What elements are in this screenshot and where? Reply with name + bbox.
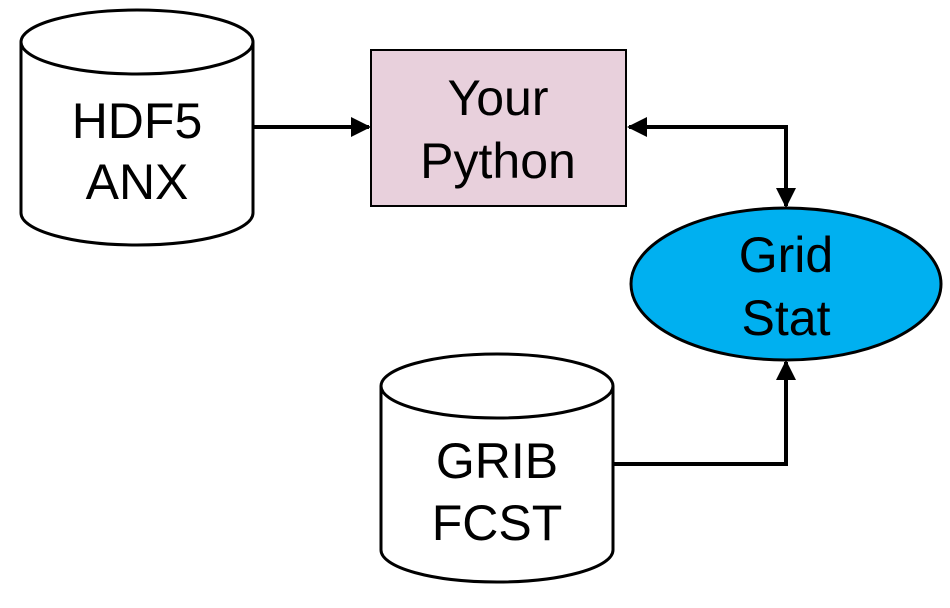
- hdf5-label: HDF5: [72, 93, 203, 149]
- grid-label: Grid: [739, 227, 833, 283]
- hdf5-cylinder-body: [19, 42, 255, 247]
- grib-cylinder-body: [379, 386, 615, 584]
- arrow-python-gridstat: [627, 117, 796, 208]
- grib-cylinder-top: [379, 352, 615, 420]
- arrow-grib-to-gridstat: [613, 360, 796, 466]
- python-line2: Python: [420, 133, 576, 189]
- anx-label: ANX: [86, 154, 189, 210]
- grib-label: GRIB: [436, 433, 558, 489]
- fcst-label: FCST: [432, 495, 563, 551]
- hdf5-cylinder-top: [19, 8, 255, 76]
- hdf5-anx-cylinder: HDF5 ANX: [19, 8, 255, 247]
- python-box-rect: [370, 49, 627, 207]
- stat-label: Stat: [742, 290, 831, 346]
- grid-stat-ellipse: Grid Stat: [629, 206, 943, 362]
- grib-fcst-cylinder: GRIB FCST: [379, 352, 615, 584]
- your-python-box: Your Python: [370, 49, 627, 207]
- python-line1: Your: [447, 70, 548, 126]
